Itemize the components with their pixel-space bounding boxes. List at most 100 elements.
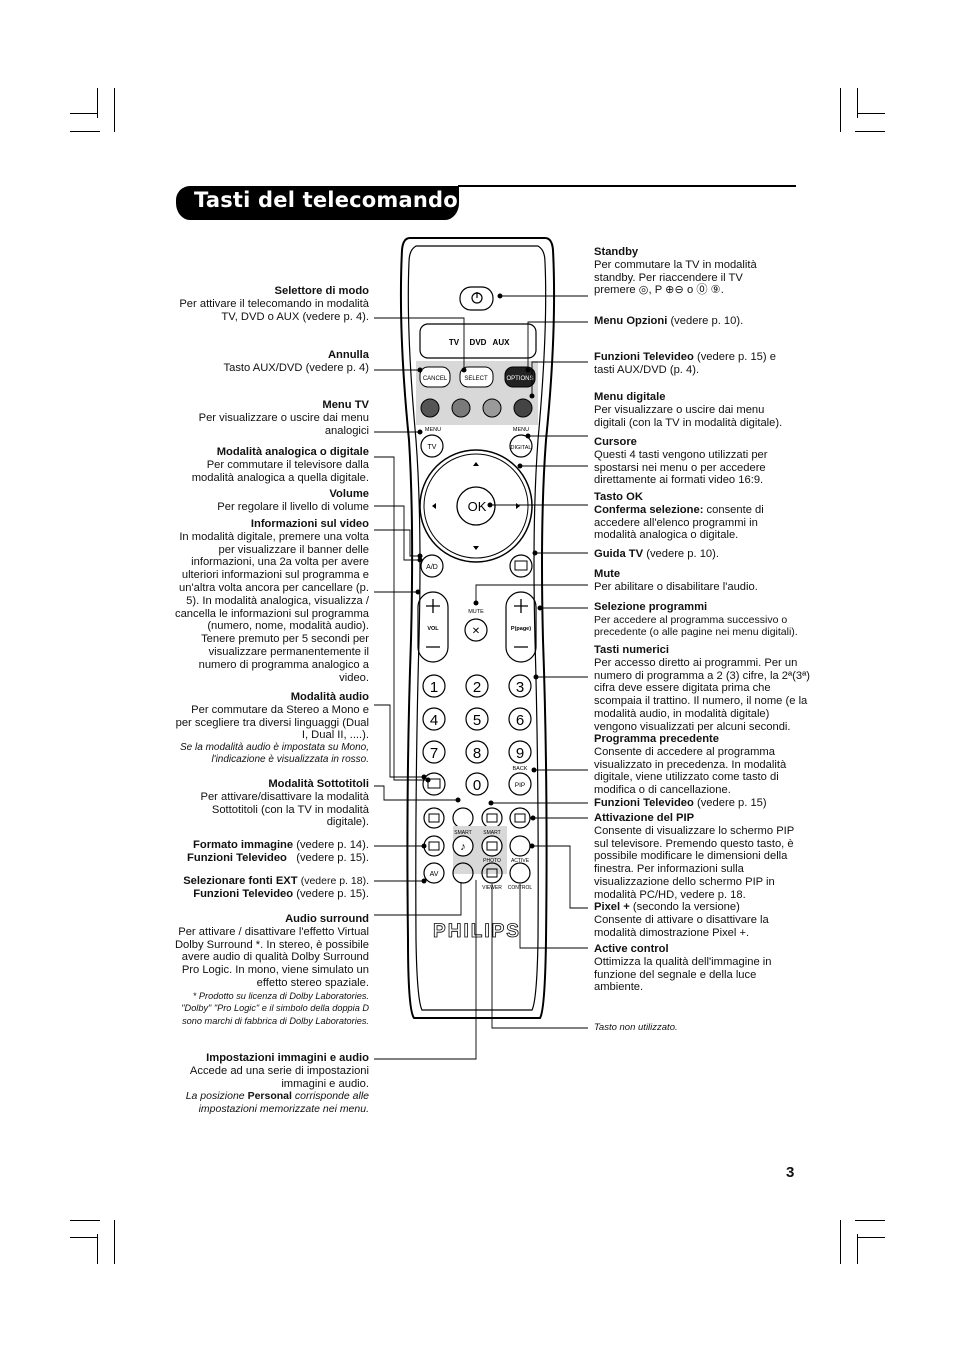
pixel-plus-button	[509, 835, 531, 857]
non-usato-note: Tasto non utilizzato.	[594, 1022, 678, 1033]
active-text: Ottimizza la qualità dell'immagine in fu…	[594, 955, 772, 994]
precedente-text: Consente di accedere al programma visual…	[594, 745, 787, 797]
info-video-text: In modalità digitale, premere una volta …	[174, 530, 369, 684]
zero-icon: ⓪	[696, 284, 708, 297]
audio-text: Per commutare da Stereo a Mono e per sce…	[175, 703, 369, 742]
crop-mark	[70, 131, 100, 132]
minus-icon: ⊖	[674, 284, 684, 297]
p-label: P(page)	[511, 626, 531, 632]
guida-title: Guida TV	[594, 548, 644, 560]
selettore-block: Selettore di modo Per attivare il teleco…	[166, 285, 369, 323]
page-title: Tasti del telecomando	[194, 188, 458, 212]
selettore-text: Per attivare il telecomando in modalità …	[179, 297, 369, 323]
yellow-button	[482, 398, 502, 418]
select-label: SELECT	[464, 376, 488, 382]
standby-button	[459, 286, 494, 311]
pixel-title: Pixel +	[594, 901, 630, 913]
mute-button	[464, 618, 488, 642]
fonti-ref: (vedere p. 18).	[300, 875, 369, 887]
standby-text-tail: , P	[648, 284, 663, 297]
mute-text: Per abilitare o disabilitare l'audio.	[594, 580, 758, 593]
modalita-ad-text: Per commutare il televisore dalla modali…	[191, 458, 369, 484]
formato-title2: Funzioni Televideo	[187, 851, 287, 864]
guida-ref: (vedere p. 10).	[646, 548, 719, 560]
digit-0: 0	[473, 777, 481, 794]
page-title-banner: Tasti del telecomando	[176, 186, 459, 220]
digit-2: 2	[473, 679, 481, 696]
pip-text: Consente di visualizzare lo schermo PIP …	[594, 824, 795, 901]
ok-title: Tasto OK	[594, 491, 643, 503]
mute-title: Mute	[594, 568, 621, 580]
mute-block: Mute Per abilitare o disabilitare l'audi…	[594, 568, 794, 594]
digitale-block: Menu digitale Per visualizzare o uscire …	[594, 391, 798, 429]
page-number: 3	[786, 1164, 795, 1181]
crop-mark	[855, 131, 885, 132]
pip-title: Attivazione del PIP	[594, 812, 695, 824]
smart-sound-button	[452, 835, 474, 857]
ad-label: A/D	[426, 564, 438, 571]
numerici-block: Tasti numerici Per accesso diretto ai pr…	[594, 644, 810, 734]
active-block: Active control Ottimizza la qualità dell…	[594, 943, 794, 994]
nine-icon: ⑨	[710, 284, 721, 297]
av-button	[423, 862, 445, 884]
televideo1-block: Funzioni Televideo (vedere p. 15) e tast…	[594, 351, 798, 377]
standby-title: Standby	[594, 246, 639, 258]
green-button	[451, 398, 471, 418]
options-label: OPTIONS	[506, 376, 533, 382]
cancel-label: CANCEL	[423, 376, 448, 382]
crop-mark	[97, 88, 98, 118]
smart2-label: SMART	[483, 830, 500, 836]
pixel-block: Pixel + (secondo la versione) Consente d…	[594, 901, 794, 939]
guide-button	[509, 554, 533, 578]
select-button	[459, 366, 494, 388]
digit-5: 5	[473, 712, 481, 729]
immagini-note-bold: Personal	[247, 1090, 292, 1103]
menu-tv-block: Menu TV Per visualizzare o uscire dai me…	[186, 399, 369, 437]
volume-text: Per regolare il livello di volume	[217, 500, 369, 513]
numerici-text: Per accesso diretto ai programmi. Per un…	[594, 656, 810, 733]
ok-label: OK	[468, 499, 487, 514]
selezione-block: Selezione programmi Per accedere al prog…	[594, 601, 810, 638]
red-button	[420, 398, 440, 418]
modalita-ad-title: Modalità analogica o digitale	[216, 446, 369, 458]
precedente-block: Programma precedente Consente di acceder…	[594, 733, 794, 797]
digit-7: 7	[430, 745, 438, 762]
televideo2-title: Funzioni Televideo	[594, 797, 694, 809]
crop-mark	[857, 113, 885, 114]
digit-8: 8	[473, 745, 481, 762]
number-keys	[422, 674, 532, 796]
menu-tv-text: Per visualizzare o uscire dai menu analo…	[198, 411, 369, 437]
back-label: BACK	[513, 766, 528, 772]
mode-selector	[419, 323, 537, 359]
immagini-title: Impostazioni immagini e audio	[206, 1052, 369, 1064]
crop-mark	[97, 1234, 98, 1264]
selettore-title: Selettore di modo	[274, 285, 369, 297]
fonti-block: Selezionare fonti EXT (vedere p. 18). Fu…	[150, 875, 369, 901]
menu-left-label: MENU	[425, 427, 441, 433]
televideo2-block: Funzioni Televideo (vedere p. 15)	[594, 797, 794, 810]
ad-button	[420, 554, 444, 578]
opzioni-ref: (vedere p. 10).	[670, 315, 744, 327]
formato-ref2: (vedere p. 15).	[296, 851, 369, 864]
ok-title2: Conferma selezione:	[594, 503, 704, 516]
digit-6: 6	[516, 712, 524, 729]
sottotitoli-text: Per attivare/disattivare la modalità Sot…	[200, 790, 369, 829]
digit-4: 4	[430, 712, 438, 729]
annulla-block: Annulla Tasto AUX/DVD (vedere p. 4)	[166, 349, 370, 375]
note-icon: ♪	[460, 841, 466, 853]
pip-label: PIP	[515, 782, 525, 789]
crop-mark	[855, 1220, 885, 1221]
blue-button	[513, 398, 533, 418]
standby-icon: ◎	[638, 284, 649, 297]
photo-viewer-button	[481, 862, 503, 884]
mode-aux-label: AUX	[493, 338, 511, 347]
crop-mark	[70, 1220, 100, 1221]
volume-rocker	[417, 591, 449, 663]
opzioni-block: Menu Opzioni (vedere p. 10).	[594, 315, 794, 328]
ok-text: consente di accedere all'elenco programm…	[594, 503, 764, 542]
fonti-title: Selezionare fonti EXT	[183, 875, 298, 887]
mode-dvd-label: DVD	[470, 338, 487, 347]
pixel-ref: (secondo la versione)	[632, 901, 740, 913]
volume-title: Volume	[329, 488, 369, 500]
